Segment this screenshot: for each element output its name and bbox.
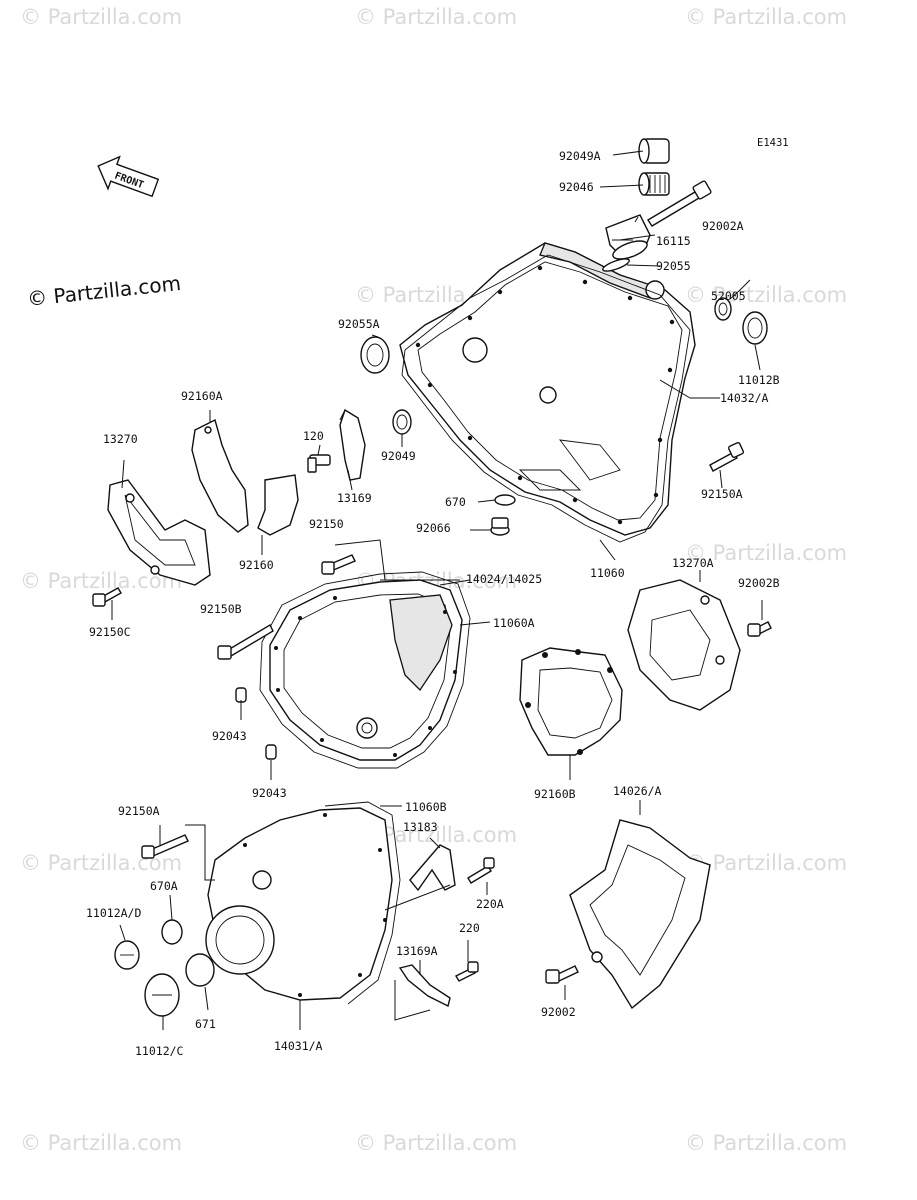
label-13270[interactable]: 13270 xyxy=(103,432,138,446)
label-92150A-bottom[interactable]: 92150A xyxy=(118,804,160,818)
bearing-92049A xyxy=(638,138,670,164)
watermark-2: © Partzilla.com xyxy=(355,5,517,29)
label-92002A[interactable]: 92002A xyxy=(702,219,744,233)
label-14031A[interactable]: 14031/A xyxy=(274,1039,323,1053)
bolt-92002 xyxy=(545,965,579,984)
watermark-14: © Partzilla.com xyxy=(685,1131,847,1155)
plug-11012C xyxy=(144,973,180,1017)
label-220[interactable]: 220 xyxy=(459,921,480,935)
bolt-92002A xyxy=(647,180,712,227)
plug-11012B xyxy=(742,311,768,345)
bolt-92150C xyxy=(92,587,122,607)
label-120[interactable]: 120 xyxy=(303,429,324,443)
label-14024[interactable]: 14024/14025 xyxy=(466,572,542,586)
front-arrow-icon: FRONT xyxy=(97,155,160,198)
label-11060A[interactable]: 11060A xyxy=(493,616,535,630)
needle-bearing-92046 xyxy=(638,172,670,196)
label-92043a[interactable]: 92043 xyxy=(212,729,247,743)
label-14026A[interactable]: 14026/A xyxy=(613,784,662,798)
watermark-12: © Partzilla.com xyxy=(20,1131,182,1155)
label-52005[interactable]: 52005 xyxy=(711,289,746,303)
gasket-11060B xyxy=(324,801,401,1005)
label-670[interactable]: 670 xyxy=(445,495,466,509)
label-92150B[interactable]: 92150B xyxy=(200,602,242,616)
label-670A[interactable]: 670A xyxy=(150,879,178,893)
bracket-13183 xyxy=(409,844,456,892)
label-92002[interactable]: 92002 xyxy=(541,1005,576,1019)
o-ring-670A xyxy=(161,919,183,945)
cover-14031 xyxy=(205,807,393,1001)
seal-92055A xyxy=(360,336,390,374)
label-13183[interactable]: 13183 xyxy=(403,820,438,834)
bolt-120 xyxy=(307,454,331,473)
plate-13169 xyxy=(339,408,366,481)
plate-13169A xyxy=(398,964,451,1008)
label-14032A[interactable]: 14032/A xyxy=(720,391,769,405)
label-13270A[interactable]: 13270A xyxy=(672,556,714,570)
diagram-code: E1431 xyxy=(757,137,789,149)
watermark-11: © Partzilla.com xyxy=(685,851,847,875)
label-220A[interactable]: 220A xyxy=(476,897,504,911)
guard-92160A xyxy=(191,418,249,533)
gasket-11060 xyxy=(401,254,691,543)
label-92046[interactable]: 92046 xyxy=(559,180,594,194)
label-11060B[interactable]: 11060B xyxy=(405,800,447,814)
guard-92160 xyxy=(257,474,299,536)
label-13169[interactable]: 13169 xyxy=(337,491,372,505)
plug-92066 xyxy=(490,517,510,536)
gasket-11060A xyxy=(259,571,471,769)
plug-11012AD xyxy=(114,940,140,970)
watermark-3: © Partzilla.com xyxy=(685,5,847,29)
label-92160[interactable]: 92160 xyxy=(239,558,274,572)
leader-lines xyxy=(111,150,763,1030)
bolt-220 xyxy=(455,961,479,982)
dowel-92043b xyxy=(265,744,277,760)
brand-logo: © Partzilla.com xyxy=(26,271,182,311)
label-13169A[interactable]: 13169A xyxy=(396,944,438,958)
label-11012B[interactable]: 11012B xyxy=(738,373,780,387)
o-ring-92055 xyxy=(602,258,630,272)
cover-14032 xyxy=(399,242,696,536)
o-ring-670 xyxy=(494,494,516,506)
watermark-5: © Partzilla.com xyxy=(685,283,847,307)
cover-14026 xyxy=(569,819,711,1010)
label-16115[interactable]: 16115 xyxy=(656,234,691,248)
label-92150A-top[interactable]: 92150A xyxy=(701,487,743,501)
bolt-92150B xyxy=(217,624,274,660)
label-92150C[interactable]: 92150C xyxy=(89,625,131,639)
label-11012C[interactable]: 11012/C xyxy=(135,1044,184,1058)
label-92055A[interactable]: 92055A xyxy=(338,317,380,331)
watermark-1: © Partzilla.com xyxy=(20,5,182,29)
part-labels: 92049A 92046 92002A 16115 92055 52005 92… xyxy=(86,149,780,1058)
cover-14024 xyxy=(269,579,463,761)
o-ring-671 xyxy=(185,953,215,987)
label-92066[interactable]: 92066 xyxy=(416,521,451,535)
watermark-13: © Partzilla.com xyxy=(355,1131,517,1155)
oil-cap-16115 xyxy=(605,214,651,260)
bolt-92150A-right xyxy=(709,441,745,472)
label-92049[interactable]: 92049 xyxy=(381,449,416,463)
label-92055[interactable]: 92055 xyxy=(656,259,691,273)
label-92043b[interactable]: 92043 xyxy=(252,786,287,800)
label-92150[interactable]: 92150 xyxy=(309,517,344,531)
guard-92160B xyxy=(519,647,623,756)
dowel-92043a xyxy=(235,687,247,703)
seal-92049 xyxy=(392,409,412,435)
bolt-92150 xyxy=(321,554,356,575)
label-92160B[interactable]: 92160B xyxy=(534,787,576,801)
bolt-92002B xyxy=(747,621,772,637)
seal-52005 xyxy=(714,297,732,321)
guard-13270A xyxy=(627,579,741,711)
label-11060[interactable]: 11060 xyxy=(590,566,625,580)
guard-13270 xyxy=(107,479,211,586)
bolt-92150A-bottom xyxy=(141,834,189,859)
label-11012AD[interactable]: 11012A/D xyxy=(86,906,141,920)
label-92049A[interactable]: 92049A xyxy=(559,149,601,163)
bolt-220A xyxy=(467,857,495,884)
label-92002B[interactable]: 92002B xyxy=(738,576,780,590)
label-92160A[interactable]: 92160A xyxy=(181,389,223,403)
watermark-8: © Partzilla.com xyxy=(685,541,847,565)
label-671[interactable]: 671 xyxy=(195,1017,216,1031)
